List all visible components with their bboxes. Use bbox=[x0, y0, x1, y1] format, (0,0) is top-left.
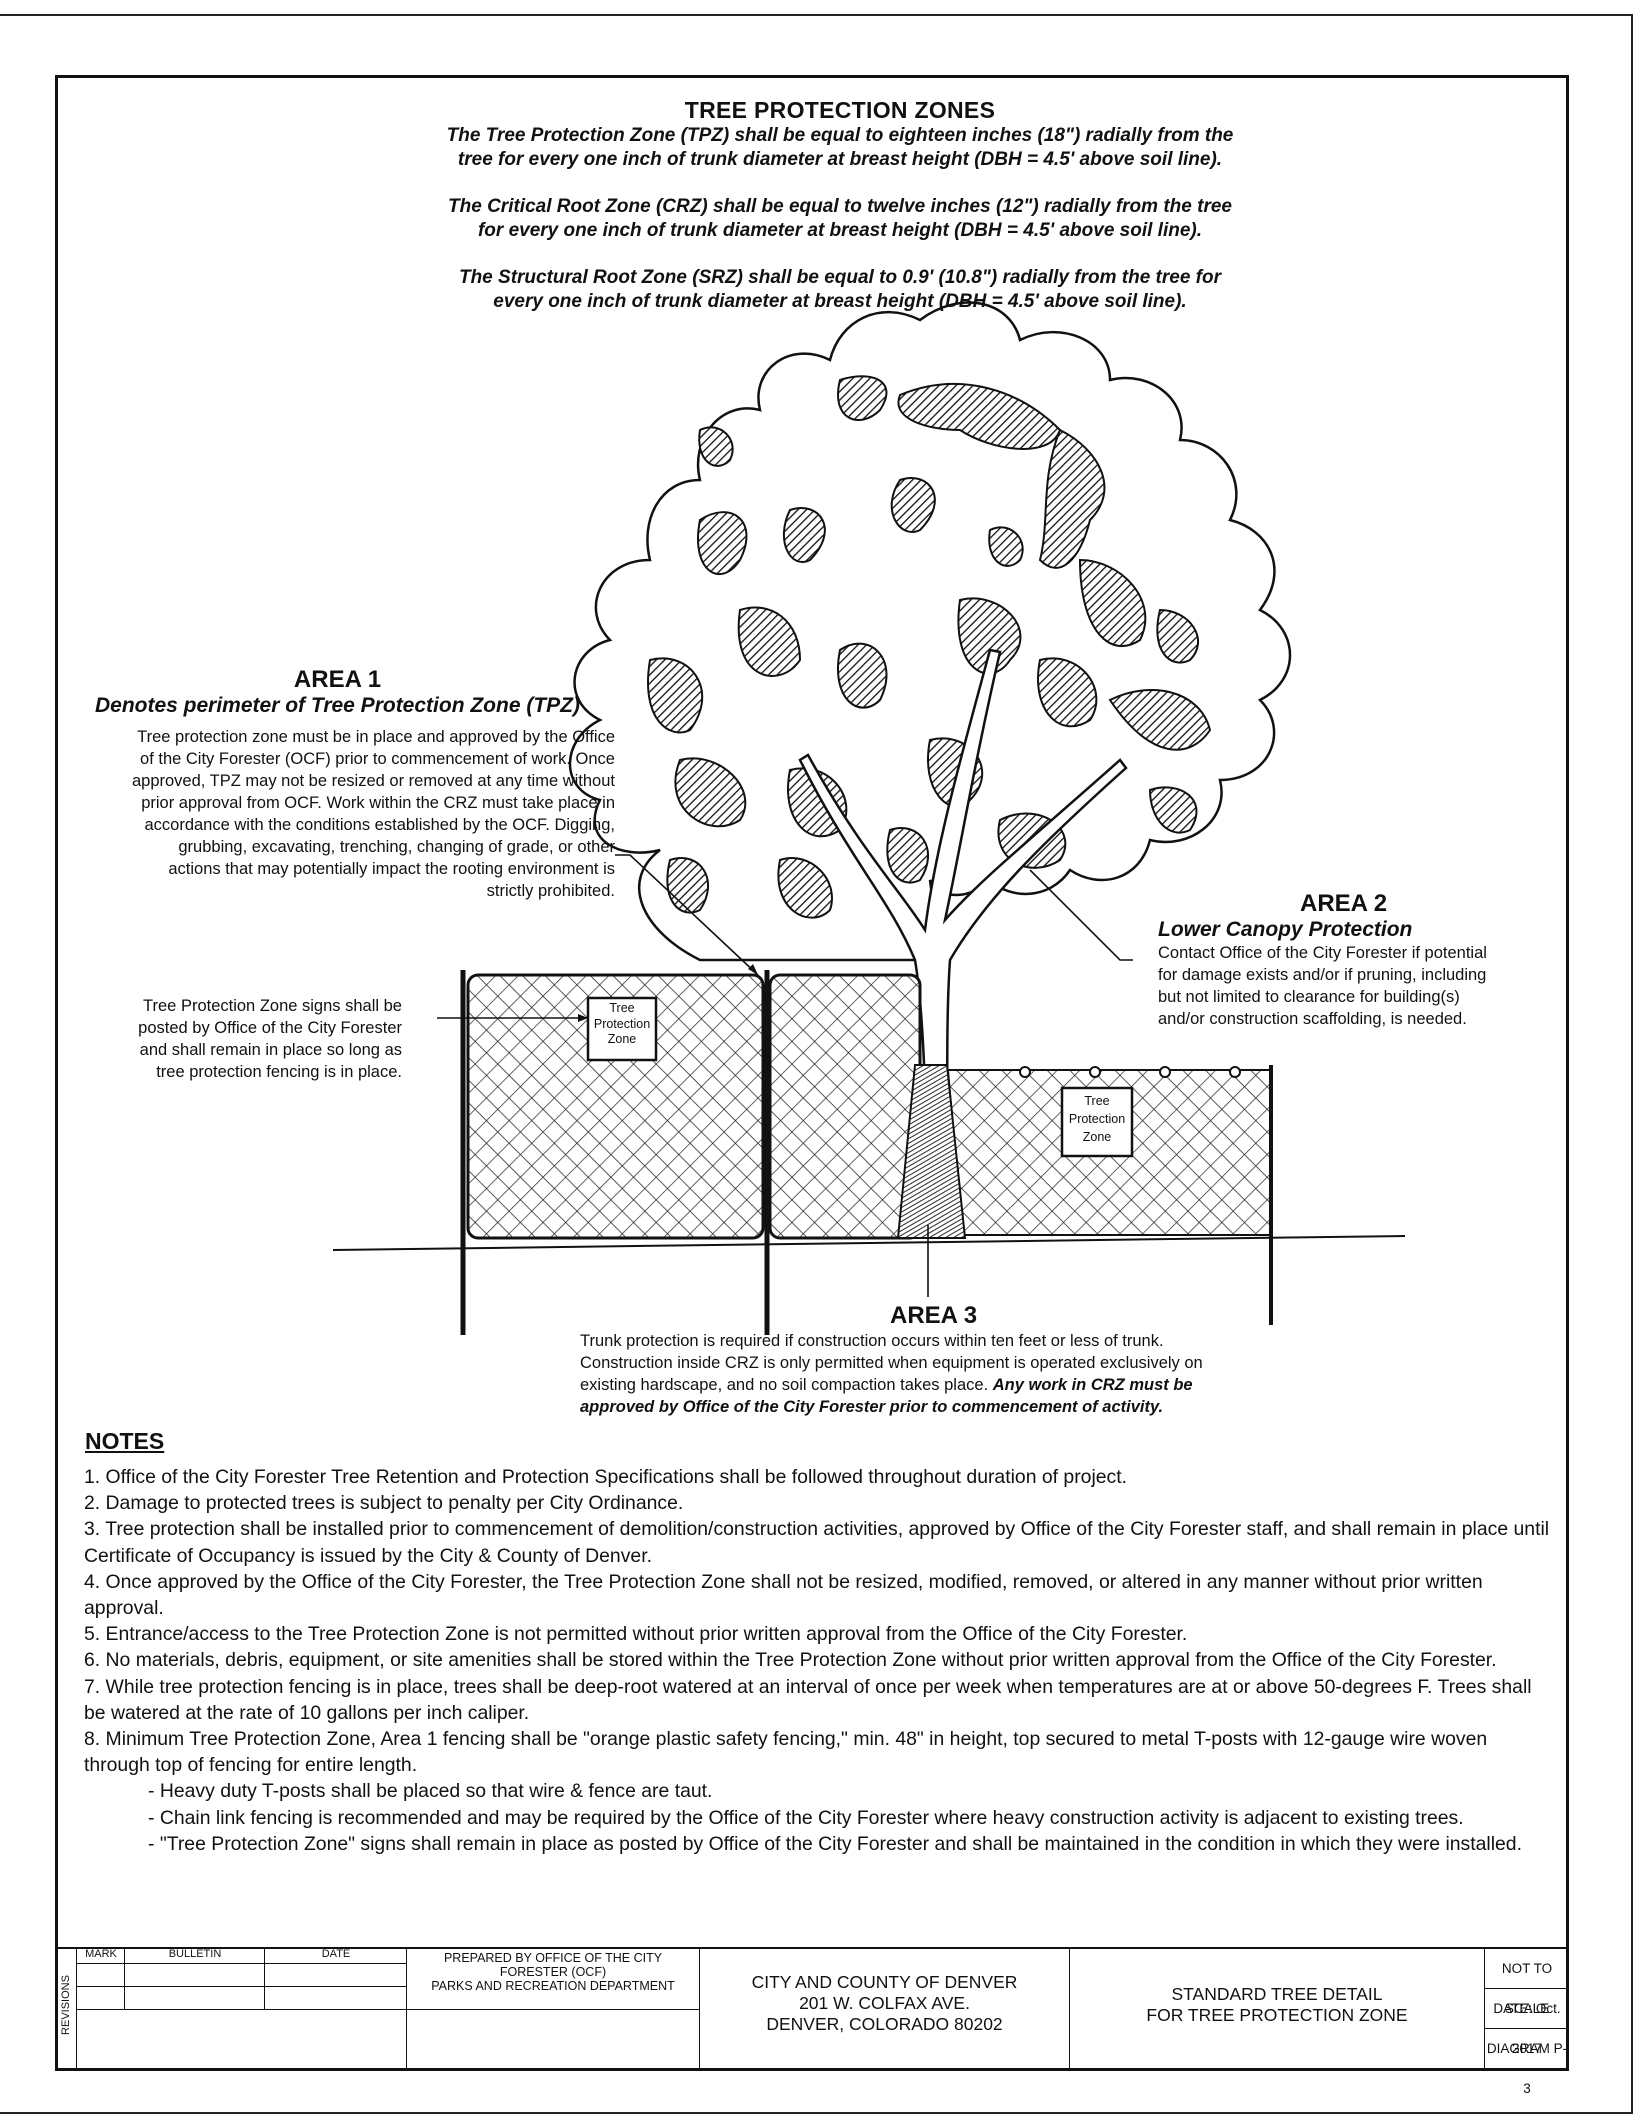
srz-definition-line-1: The Structural Root Zone (SRZ) shall be … bbox=[458, 267, 1222, 288]
area2-leader bbox=[1029, 869, 1133, 961]
note-subitem: - Chain link fencing is recommended and … bbox=[148, 1806, 1464, 1829]
signs-note: Tree Protection Zone signs shall be post… bbox=[138, 997, 402, 1081]
col-bulletin: BULLETIN bbox=[168, 1948, 222, 1960]
tpz-sign-right bbox=[1060, 1086, 1134, 1158]
page-title: TREE PROTECTION ZONES bbox=[684, 97, 996, 123]
area1-description: Tree protection zone must be in place an… bbox=[131, 728, 615, 900]
col-date: DATE bbox=[321, 1948, 351, 1960]
drawing-frame bbox=[55, 75, 1569, 2071]
note-subitem: - Heavy duty T-posts shall be placed so … bbox=[148, 1780, 713, 1803]
area1-leader bbox=[615, 854, 759, 976]
trunk-wrap bbox=[896, 1064, 967, 1239]
sheet-info: NOT TO SCALE DATE: Oct. 2017 DIAGRAM P-3 bbox=[1485, 1949, 1569, 2096]
srz-definition-line-2: every one inch of trunk diameter at brea… bbox=[493, 291, 1187, 312]
area1-title: AREA 1 bbox=[293, 666, 382, 693]
agency-info: CITY AND COUNTY OF DENVER 201 W. COLFAX … bbox=[700, 1949, 1070, 2071]
notes-heading: NOTES bbox=[85, 1428, 165, 1454]
tpz-definition-line-2: tree for every one inch of trunk diamete… bbox=[457, 149, 1223, 170]
page-border bbox=[0, 14, 1633, 2114]
crz-definition-line-2: for every one inch of trunk diameter at … bbox=[477, 220, 1203, 241]
note-item: 5. Entrance/access to the Tree Protectio… bbox=[84, 1623, 1188, 1646]
area3-description: Trunk protection is required if construc… bbox=[580, 1332, 1203, 1416]
note-item: 2. Damage to protected trees is subject … bbox=[84, 1492, 684, 1515]
prepared-by: PREPARED BY OFFICE OF THE CITY FORESTER … bbox=[407, 1949, 700, 2071]
note-subitem: - "Tree Protection Zone" signs shall rem… bbox=[148, 1832, 1522, 1855]
ground-line bbox=[332, 1235, 1406, 1251]
note-item: 4. Once approved by the Office of the Ci… bbox=[84, 1570, 1483, 1620]
crz-definition-line-1: The Critical Root Zone (CRZ) shall be eq… bbox=[448, 196, 1232, 217]
tpz-sign-right-text: Tree Protection Zone bbox=[1068, 1094, 1126, 1144]
tree-canopy-outline bbox=[568, 301, 1292, 962]
tpz-definition-line-1: The Tree Protection Zone (TPZ) shall be … bbox=[446, 125, 1234, 146]
area2-description: Contact Office of the City Forester if p… bbox=[1158, 944, 1487, 1028]
note-item: 8. Minimum Tree Protection Zone, Area 1 … bbox=[84, 1728, 1488, 1777]
detail-title: STANDARD TREE DETAIL FOR TREE PROTECTION… bbox=[1070, 1949, 1485, 2071]
note-item: 1. Office of the City Forester Tree Rete… bbox=[84, 1466, 1128, 1488]
chain-link-panel-left bbox=[466, 973, 765, 1240]
area3-title: AREA 3 bbox=[890, 1302, 978, 1329]
note-item: 3. Tree protection shall be installed pr… bbox=[84, 1518, 1550, 1567]
notes-list: 1. Office of the City Forester Tree Rete… bbox=[84, 1464, 1554, 1857]
tpz-sign-left bbox=[586, 996, 658, 1062]
chain-link-panel-middle bbox=[768, 973, 922, 1240]
area2-title: AREA 2 bbox=[1300, 890, 1388, 917]
canopy-foliage-clumps bbox=[647, 375, 1212, 919]
tree-trunk bbox=[798, 648, 1128, 1227]
header: TREE PROTECTION ZONES The Tree Protectio… bbox=[300, 97, 1380, 314]
note-item: 6. No materials, debris, equipment, or s… bbox=[84, 1649, 1497, 1672]
col-mark: MARK bbox=[85, 1948, 117, 1960]
revisions-table: MARK BULLETIN DATE bbox=[77, 1948, 407, 2071]
area2-subtitle: Lower Canopy Protection bbox=[1158, 918, 1413, 941]
area1-subtitle: Denotes perimeter of Tree Protection Zon… bbox=[94, 694, 581, 717]
scale-note: NOT TO SCALE bbox=[1485, 1949, 1569, 2016]
title-block: REVISIONS MARK BULLETIN DATE PREPARED BY… bbox=[55, 1947, 1569, 2096]
area1-block: AREA 1 Denotes perimeter of Tree Protect… bbox=[60, 666, 615, 718]
date-note: DATE: Oct. 2017 bbox=[1485, 1989, 1569, 2056]
area2-block: AREA 2 Lower Canopy Protection Contact O… bbox=[1158, 890, 1558, 1030]
note-item: 7. While tree protection fencing is in p… bbox=[84, 1675, 1532, 1724]
area3-block: AREA 3 Trunk protection is required if c… bbox=[580, 1302, 1300, 1418]
revisions-column: REVISIONS bbox=[55, 1949, 77, 2071]
tpz-sign-left-text: Tree Protection Zone bbox=[593, 1001, 651, 1046]
diagram-number: DIAGRAM P-3 bbox=[1486, 2041, 1568, 2096]
